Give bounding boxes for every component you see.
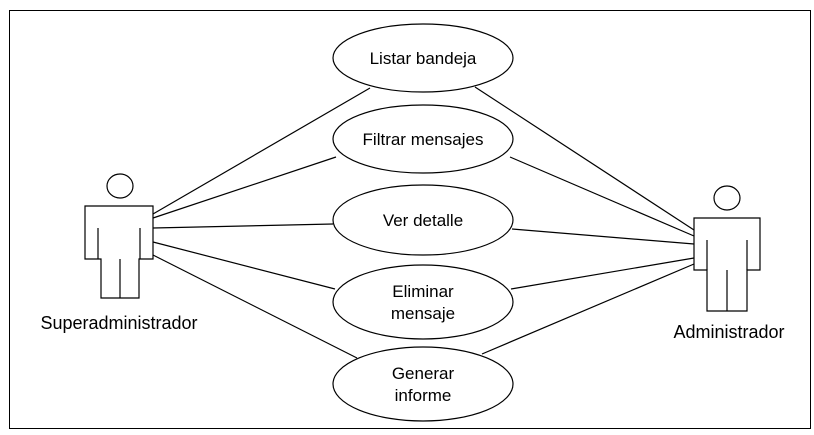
association-admin-generar <box>481 263 695 355</box>
use-case-filtrar: Filtrar mensajes <box>332 104 514 174</box>
association-superadmin-ver <box>152 223 334 229</box>
use-case-listar: Listar bandeja <box>332 23 514 93</box>
association-superadmin-eliminar <box>152 241 336 290</box>
association-superadmin-generar <box>152 254 358 359</box>
use-case-generar-label: informe <box>395 386 452 405</box>
actor-superadmin-label: Superadministrador <box>40 313 197 333</box>
association-admin-eliminar <box>510 257 695 290</box>
use-case-listar-shape <box>332 23 514 93</box>
association-admin-filtrar <box>509 156 695 237</box>
actor-admin-figure <box>693 185 761 312</box>
use-case-filtrar-shape <box>332 104 514 174</box>
use-case-eliminar-label: Eliminar <box>392 282 454 301</box>
use-case-generar-label: Generar <box>392 364 455 383</box>
association-admin-ver <box>511 228 695 245</box>
use-case-ver-shape <box>332 184 514 256</box>
use-case-filtrar-label: Filtrar mensajes <box>363 130 484 149</box>
actor-admin: Administrador <box>673 185 785 342</box>
actor-superadmin: Superadministrador <box>40 173 198 333</box>
use-case-eliminar-label: mensaje <box>391 304 455 323</box>
actor-admin-label: Administrador <box>673 322 784 342</box>
association-admin-listar <box>474 86 695 231</box>
use-case-ver-label: Ver detalle <box>383 211 463 230</box>
use-case-listar-label: Listar bandeja <box>370 49 477 68</box>
use-case-generar: Generar informe <box>332 346 514 422</box>
associations <box>152 86 695 359</box>
use-case-eliminar-shape <box>332 264 514 340</box>
use-case-ver: Ver detalle <box>332 184 514 256</box>
use-case-generar-shape <box>332 346 514 422</box>
use-case-eliminar: Eliminar mensaje <box>332 264 514 340</box>
association-superadmin-filtrar <box>152 156 337 219</box>
association-superadmin-listar <box>152 87 371 215</box>
actor-superadmin-figure <box>84 173 154 299</box>
